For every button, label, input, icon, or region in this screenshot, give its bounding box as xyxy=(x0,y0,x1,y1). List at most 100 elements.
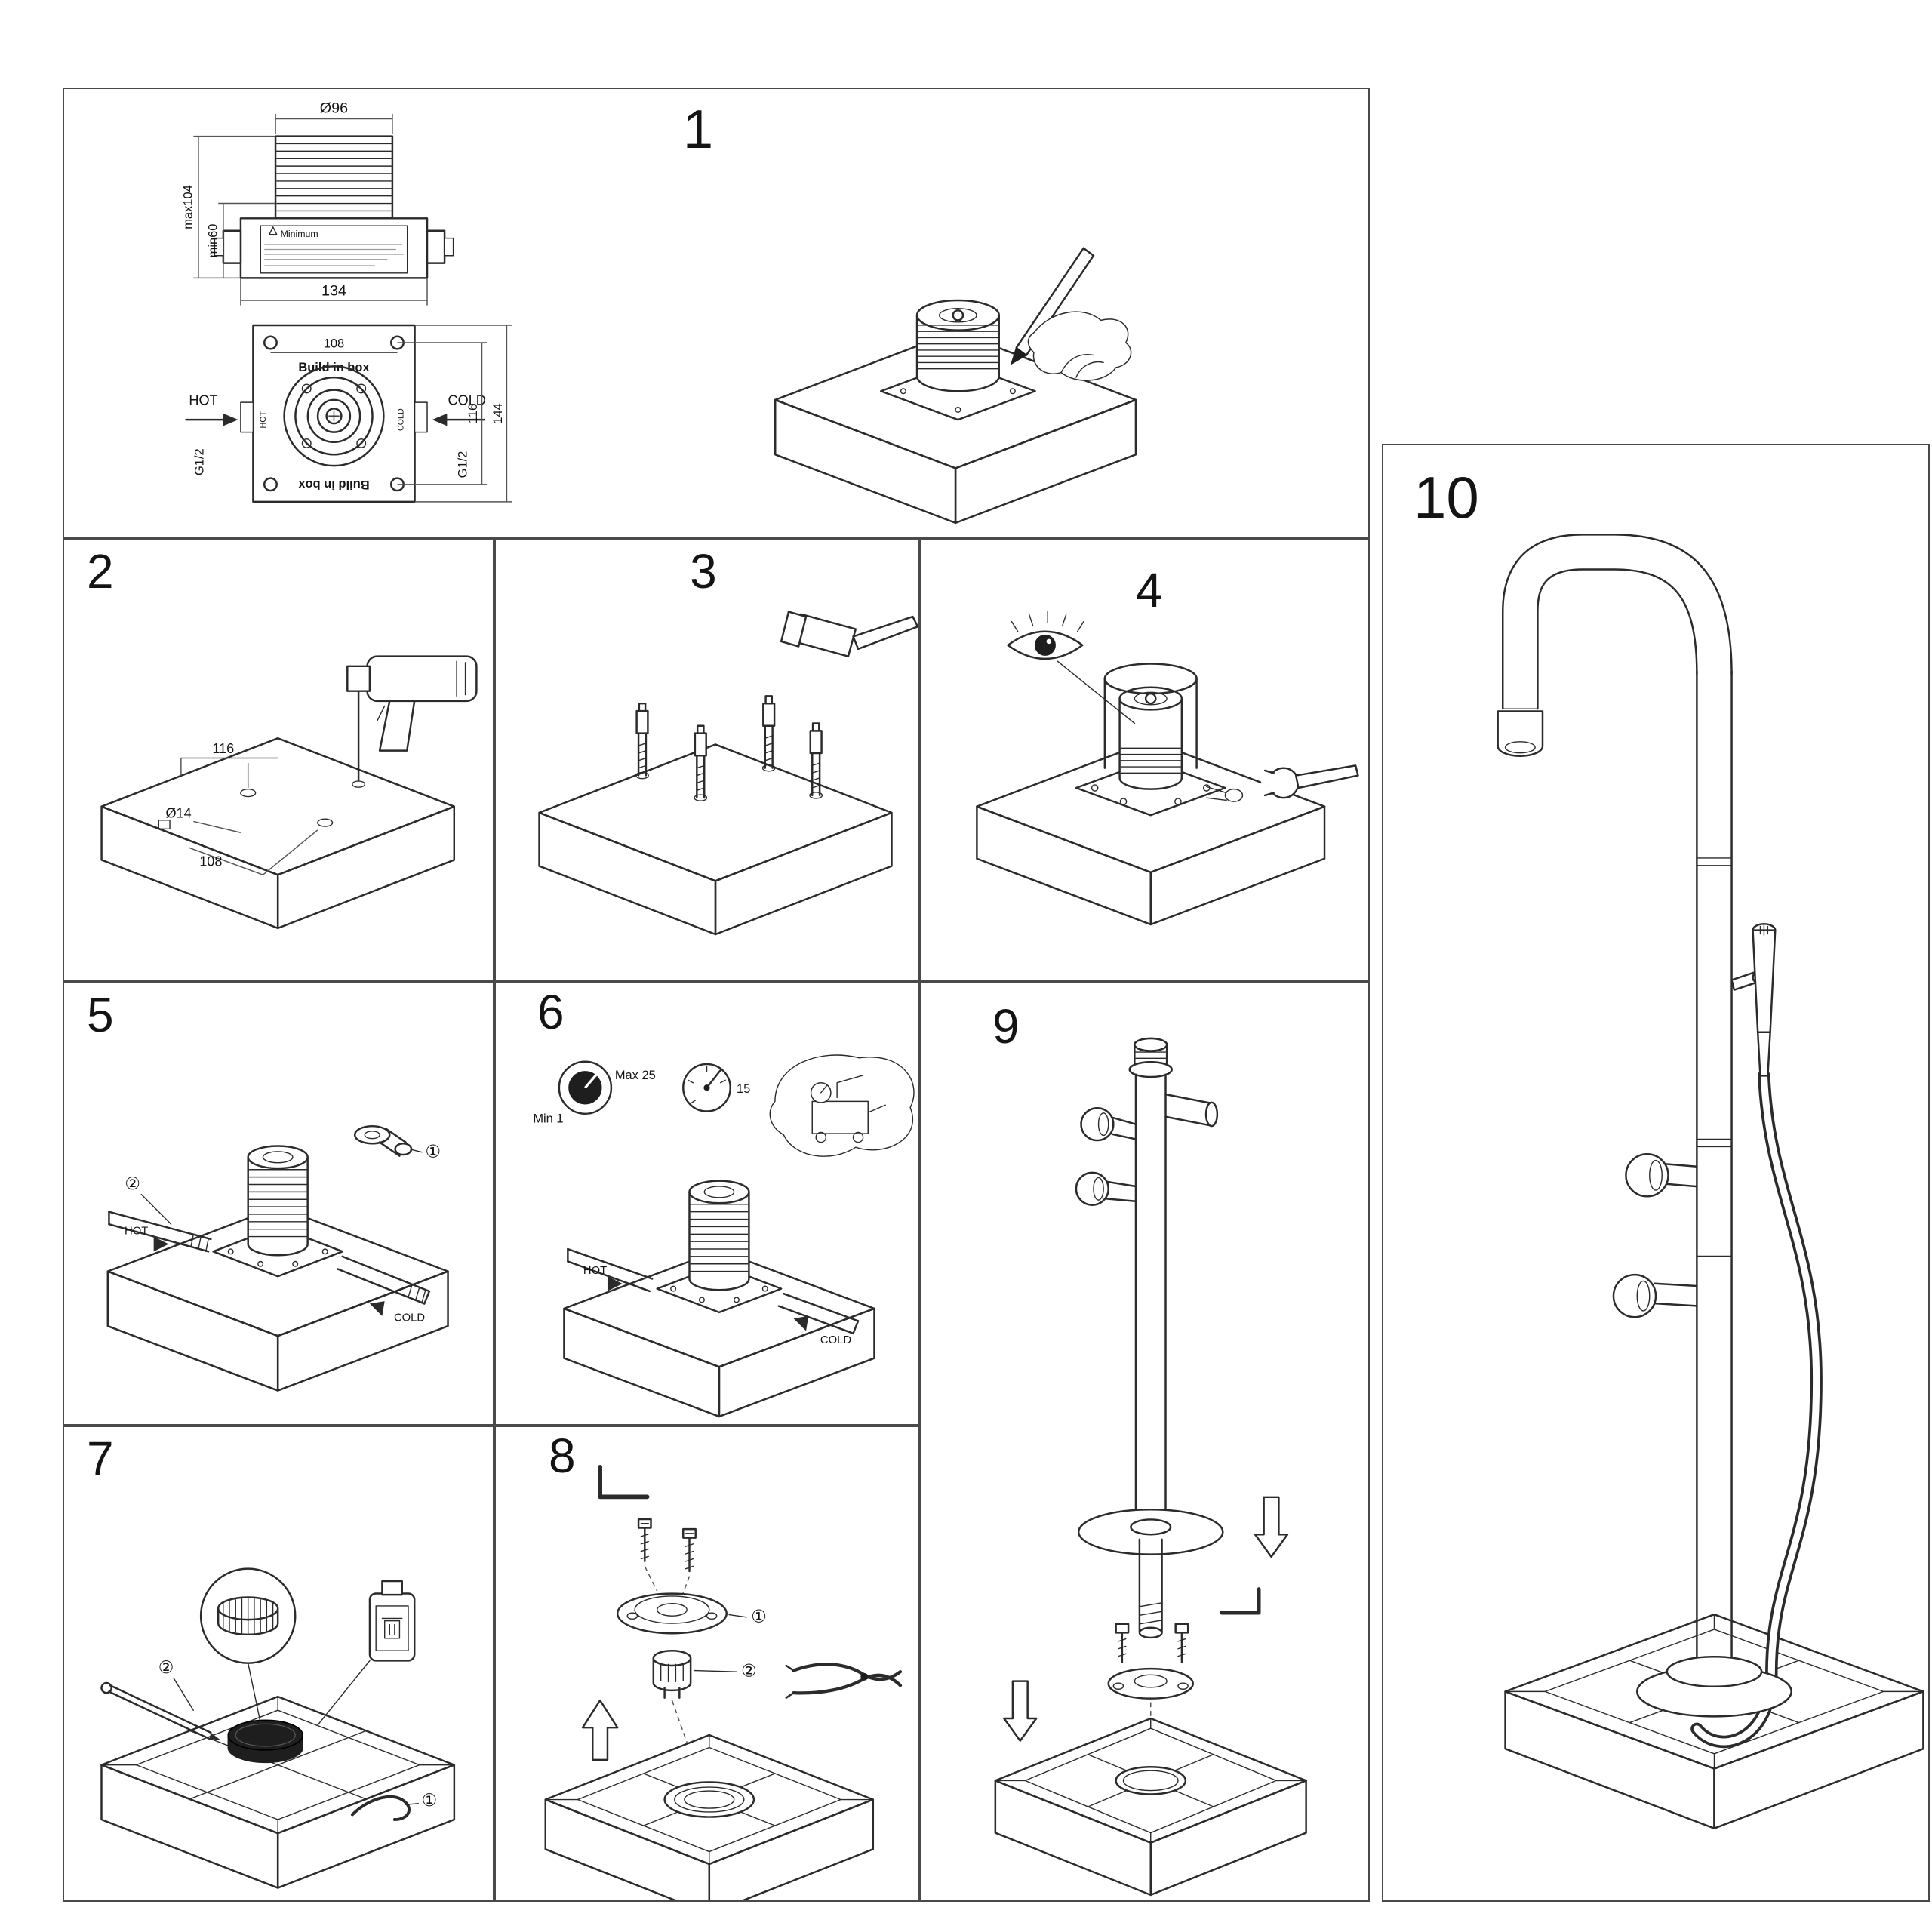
step-panel-10: 10 xyxy=(1382,444,1930,1902)
gauge-max-label: Max 25 xyxy=(615,1069,656,1082)
base-escutcheon xyxy=(1636,1655,1792,1718)
step-4-drawing xyxy=(976,611,1359,926)
cover-flange: ① xyxy=(616,1592,767,1635)
eye-icon xyxy=(1007,611,1136,724)
cover-cap xyxy=(227,1719,303,1764)
hot-label: HOT xyxy=(189,392,217,408)
drill-holes xyxy=(240,780,366,827)
step-3-drawing xyxy=(538,611,918,936)
power-drill-icon xyxy=(346,655,478,782)
dim-116: 116 xyxy=(212,741,234,756)
step-number-1: 1 xyxy=(683,100,714,160)
step-1-drawing: Ø96 Minimum max104 min60 xyxy=(182,100,1137,525)
callout-2: ② xyxy=(158,1658,174,1678)
step-number-5: 5 xyxy=(87,988,114,1042)
dim-108: 108 xyxy=(324,337,344,351)
step-6-drawing: Max 25 Min 1 15 xyxy=(533,1054,915,1418)
dim-dia14: Ø14 xyxy=(165,805,191,820)
step-number-4: 4 xyxy=(1135,563,1163,617)
step-number-6: 6 xyxy=(537,985,565,1039)
callout-1: ① xyxy=(751,1607,767,1626)
hot-pipe: HOT ② xyxy=(108,1174,212,1253)
hand-shower-icon xyxy=(1730,923,1777,1077)
step-panel-1: 1 Ø96 xyxy=(63,88,1370,538)
callout-1: ① xyxy=(422,1791,438,1810)
cold-label: COLD xyxy=(820,1334,851,1346)
silicone-bottle-icon xyxy=(317,1580,416,1726)
valve-assembly xyxy=(1075,686,1244,817)
pressure-gauge-max: Max 25 Min 1 xyxy=(533,1060,656,1125)
hammer-icon xyxy=(780,611,918,657)
magnifier-detail xyxy=(199,1567,297,1724)
build-in-box-label-bottom: Build in box xyxy=(298,478,370,491)
dim-108: 108 xyxy=(199,854,222,869)
valve-front-view: Ø96 Minimum max104 min60 xyxy=(182,100,454,306)
wrench-icon xyxy=(1261,764,1359,799)
cold-small-label: COLD xyxy=(397,408,406,431)
dim-max104: max104 xyxy=(182,185,195,229)
thread-left-label: G1/2 xyxy=(193,448,207,475)
hot-label: HOT xyxy=(583,1265,607,1277)
step-8-drawing: ① ② xyxy=(544,1465,903,1900)
cartridge-cap: ② xyxy=(652,1650,757,1786)
pressure-gauge-test: 15 xyxy=(682,1063,750,1112)
shower-column xyxy=(1502,534,1733,1681)
step-10-drawing xyxy=(1497,534,1924,1829)
riser-column xyxy=(1128,1037,1219,1534)
dim-min60: min60 xyxy=(207,224,220,258)
thread-right-label: G1/2 xyxy=(457,451,470,478)
hand-icon xyxy=(1027,311,1132,381)
protection-cap xyxy=(1103,663,1198,769)
cold-label: COLD xyxy=(448,392,486,408)
gauge-min-label: Min 1 xyxy=(533,1112,563,1125)
build-in-box-label: Build in box xyxy=(298,361,370,374)
step-number-9: 9 xyxy=(992,999,1020,1054)
pliers-icon xyxy=(785,1663,903,1699)
mounting-screws xyxy=(1115,1623,1189,1664)
down-arrow-right-icon xyxy=(1254,1496,1289,1558)
step-9-drawing xyxy=(994,1037,1307,1897)
hook-tool: ① xyxy=(350,1791,438,1822)
floor-block xyxy=(100,737,456,930)
shower-hose xyxy=(1690,1069,1823,1749)
step-5-drawing: HOT ② xyxy=(106,1124,449,1392)
gauge-value-label: 15 xyxy=(737,1082,750,1096)
test-pump-sketch xyxy=(769,1054,915,1157)
hole-dimensions: 116 Ø14 108 xyxy=(158,741,318,875)
up-arrow-icon xyxy=(581,1699,619,1761)
floor-block xyxy=(994,1717,1307,1897)
fitting-part: ① xyxy=(353,1124,441,1161)
applicator-tool: ② xyxy=(100,1658,221,1740)
step-number-8: 8 xyxy=(549,1429,576,1483)
dim-dia96: Ø96 xyxy=(320,100,348,116)
dim-144: 144 xyxy=(491,403,505,423)
callout-2: ② xyxy=(125,1174,140,1194)
floor-block xyxy=(544,1734,875,1900)
callout-1: ① xyxy=(425,1142,441,1161)
hex-key-icon xyxy=(598,1465,650,1500)
hot-small-label: HOT xyxy=(259,411,268,428)
hex-key-icon xyxy=(1220,1587,1261,1615)
floor-block xyxy=(538,743,893,936)
step-panel-3: 3 xyxy=(494,538,919,982)
cold-label: COLD xyxy=(394,1312,425,1324)
dim-134: 134 xyxy=(321,282,346,299)
marking-scene xyxy=(774,247,1137,525)
floor-block xyxy=(100,1695,456,1889)
step-number-2: 2 xyxy=(87,544,114,598)
valve-assembly xyxy=(212,1145,343,1278)
step-number-10: 10 xyxy=(1414,464,1479,531)
step-7-drawing: ② ① xyxy=(100,1567,456,1889)
hot-label: HOT xyxy=(125,1225,148,1237)
step-panel-4: 4 xyxy=(919,538,1370,982)
callout-2: ② xyxy=(741,1662,757,1681)
minimum-label: Minimum xyxy=(281,229,318,239)
anchor-bolts xyxy=(635,695,823,801)
dim-116: 116 xyxy=(466,404,480,423)
step-panel-8: 8 xyxy=(494,1426,919,1902)
valve-top-view: 108 Build in box Build in box HOT HOT CO… xyxy=(185,324,512,503)
valve-handles xyxy=(1075,1106,1137,1206)
valve-assembly xyxy=(656,1180,783,1314)
spout xyxy=(1497,708,1544,757)
